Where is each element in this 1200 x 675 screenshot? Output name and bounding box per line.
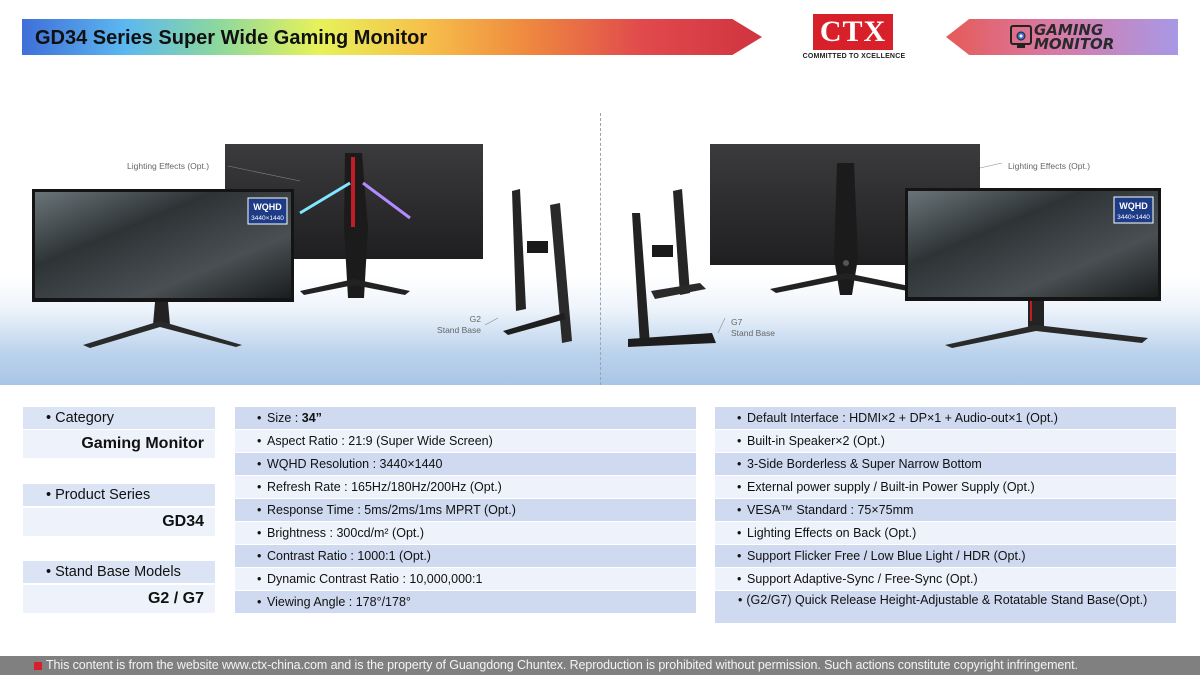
feature-item: •Support Adaptive-Sync / Free-Sync (Opt.… <box>715 568 1176 590</box>
feature-quick-release: (G2/G7) Quick Release Height-Adjustable … <box>746 593 1148 607</box>
spec-item: •Dynamic Contrast Ratio : 10,000,000:1 <box>235 568 696 590</box>
feature-lighting: Lighting Effects on Back (Opt.) <box>747 526 917 540</box>
right-lighting-callout: Lighting Effects (Opt.) <box>1008 161 1091 171</box>
monitor-illustrations: WQHD 3440×1440 WQHD 3440×1440 <box>32 144 1161 348</box>
feature-speaker: Built-in Speaker×2 (Opt.) <box>747 434 885 448</box>
g7-stand-model: G7 <box>731 317 743 327</box>
spec-response-time: Response Time : 5ms/2ms/1ms MPRT (Opt.) <box>267 503 516 517</box>
spec-viewing-angle: Viewing Angle : 178°/178° <box>267 595 411 609</box>
spec-item: •Brightness : 300cd/m² (Opt.) <box>235 522 696 544</box>
screen-badge-pixels-right: 3440×1440 <box>1117 214 1150 221</box>
ctx-tagline: COMMITTED TO XCELLENCE <box>802 53 906 60</box>
stand-base-value: G2 / G7 <box>23 585 215 613</box>
screen-badge-resolution-right: WQHD <box>1119 201 1148 211</box>
ctx-logo-mark: CTX <box>813 14 893 50</box>
feature-item: •Support Flicker Free / Low Blue Light /… <box>715 545 1176 567</box>
left-lighting-callout: Lighting Effects (Opt.) <box>127 161 210 171</box>
feature-item: •External power supply / Built-in Power … <box>715 476 1176 498</box>
feature-item: •Lighting Effects on Back (Opt.) <box>715 522 1176 544</box>
spec-size-label: Size : <box>267 411 302 425</box>
badge-line-1: GAMING <box>1034 21 1104 39</box>
product-image-area: WQHD 3440×1440 WQHD 3440×1440 <box>0 113 1200 385</box>
footer-bullet-icon <box>34 662 42 670</box>
feature-item: •Built-in Speaker×2 (Opt.) <box>715 430 1176 452</box>
spec-contrast: Contrast Ratio : 1000:1 (Opt.) <box>267 549 431 563</box>
feature-item: •3-Side Borderless & Super Narrow Bottom <box>715 453 1176 475</box>
gaming-monitor-badge: GAMING MONITOR <box>946 19 1178 55</box>
spec-item: •WQHD Resolution : 3440×1440 <box>235 453 696 475</box>
product-series-value: GD34 <box>23 508 215 536</box>
g2-stand-callout: G2 Stand Base <box>433 314 481 336</box>
spec-item: •Refresh Rate : 165Hz/180Hz/200Hz (Opt.) <box>235 476 696 498</box>
product-series-label: • Product Series <box>23 484 215 506</box>
feature-adaptive-sync: Support Adaptive-Sync / Free-Sync (Opt.) <box>747 572 978 586</box>
g7-stand-callout: G7 Stand Base <box>731 317 775 339</box>
screen-badge-pixels: 3440×1440 <box>251 215 284 222</box>
gaming-monitor-text: GAMING MONITOR <box>1034 21 1154 53</box>
feature-item: •Default Interface : HDMI×2 + DP×1 + Aud… <box>715 407 1176 429</box>
spec-item: •Aspect Ratio : 21:9 (Super Wide Screen) <box>235 430 696 452</box>
copyright-footer: This content is from the website www.ctx… <box>0 656 1200 675</box>
feature-item: •VESA™ Standard : 75×75mm <box>715 499 1176 521</box>
spec-aspect-ratio: Aspect Ratio : 21:9 (Super Wide Screen) <box>267 434 493 448</box>
spec-dynamic-contrast: Dynamic Contrast Ratio : 10,000,000:1 <box>267 572 483 586</box>
stand-base-label: • Stand Base Models <box>23 561 215 583</box>
badge-line-2: MONITOR <box>1034 35 1115 53</box>
spec-item: •Viewing Angle : 178°/178° <box>235 591 696 613</box>
g2-stand-label: Stand Base <box>437 325 481 335</box>
spec-resolution: WQHD Resolution : 3440×1440 <box>267 457 443 471</box>
screen-badge-resolution: WQHD <box>253 202 282 212</box>
photo-divider <box>600 113 601 385</box>
category-label: • Category <box>23 407 215 429</box>
title-banner: GD34 Series Super Wide Gaming Monitor <box>22 19 762 55</box>
page-title: GD34 Series Super Wide Gaming Monitor <box>35 27 428 49</box>
feature-borderless: 3-Side Borderless & Super Narrow Bottom <box>747 457 982 471</box>
feature-flicker-free: Support Flicker Free / Low Blue Light / … <box>747 549 1026 563</box>
feature-power: External power supply / Built-in Power S… <box>747 480 1035 494</box>
g2-stand-model: G2 <box>469 314 481 324</box>
spec-item: •Contrast Ratio : 1000:1 (Opt.) <box>235 545 696 567</box>
spec-size-value: 34” <box>301 411 322 425</box>
g7-stand-label: Stand Base <box>731 328 775 338</box>
ctx-logo: CTX COMMITTED TO XCELLENCE <box>800 14 908 64</box>
feature-item: •(G2/G7) Quick Release Height-Adjustable… <box>715 591 1176 623</box>
monitor-gear-icon <box>1010 25 1032 48</box>
feature-interface: Default Interface : HDMI×2 + DP×1 + Audi… <box>747 411 1058 425</box>
spec-size: •Size : 34” <box>235 407 696 429</box>
category-value: Gaming Monitor <box>23 430 215 458</box>
footer-text: This content is from the website www.ctx… <box>46 658 1078 672</box>
spec-refresh-rate: Refresh Rate : 165Hz/180Hz/200Hz (Opt.) <box>267 480 502 494</box>
spec-item: •Response Time : 5ms/2ms/1ms MPRT (Opt.) <box>235 499 696 521</box>
spec-brightness: Brightness : 300cd/m² (Opt.) <box>267 526 425 540</box>
feature-vesa: VESA™ Standard : 75×75mm <box>747 503 914 517</box>
